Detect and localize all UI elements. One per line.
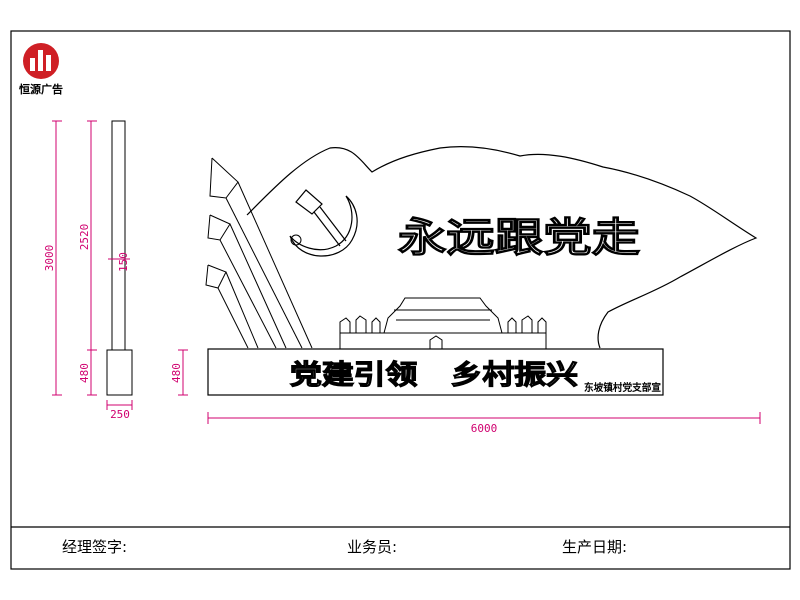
dim-base-height-front: 480 — [170, 363, 183, 383]
manager-signature-label: 经理签字: — [62, 538, 127, 556]
salesperson-label: 业务员: — [347, 538, 397, 556]
front-dimensions: 480 6000 — [170, 349, 761, 435]
front-view: 永远跟党走 党建引领 乡村振兴 东坡镇村党支部宣 — [205, 146, 758, 396]
dim-total-width: 6000 — [471, 422, 498, 435]
streamer-2 — [207, 214, 231, 241]
streamer-1 — [209, 157, 239, 199]
sign-headline: 永远跟党走 — [398, 214, 640, 261]
side-base — [106, 349, 133, 396]
side-dimensions: 3000 2520 480 150 250 — [43, 120, 133, 421]
dim-post-width: 150 — [117, 252, 130, 272]
streamer-3 — [205, 264, 227, 289]
front-base — [207, 348, 664, 396]
dim-base-width-side: 250 — [110, 408, 130, 421]
production-date-label: 生产日期: — [562, 538, 627, 556]
flag-shape — [246, 146, 758, 349]
side-view — [106, 120, 133, 396]
hammer-sickle-icon — [289, 189, 358, 257]
dim-base-height-side: 480 — [78, 363, 91, 383]
sign-slogan: 党建引领 乡村振兴 — [290, 360, 578, 391]
dim-total-height: 3000 — [43, 245, 56, 272]
tiananmen-silhouette — [339, 297, 547, 349]
side-post — [111, 120, 126, 351]
company-logo: 恒源广告 — [19, 43, 63, 96]
signature-footer: 经理签字: 业务员: 生产日期: — [62, 538, 627, 556]
logo-text: 恒源广告 — [19, 82, 63, 96]
dim-upper-height: 2520 — [78, 224, 91, 251]
sheet-border — [10, 30, 791, 570]
sign-village: 东坡镇村党支部宣 — [584, 381, 661, 394]
